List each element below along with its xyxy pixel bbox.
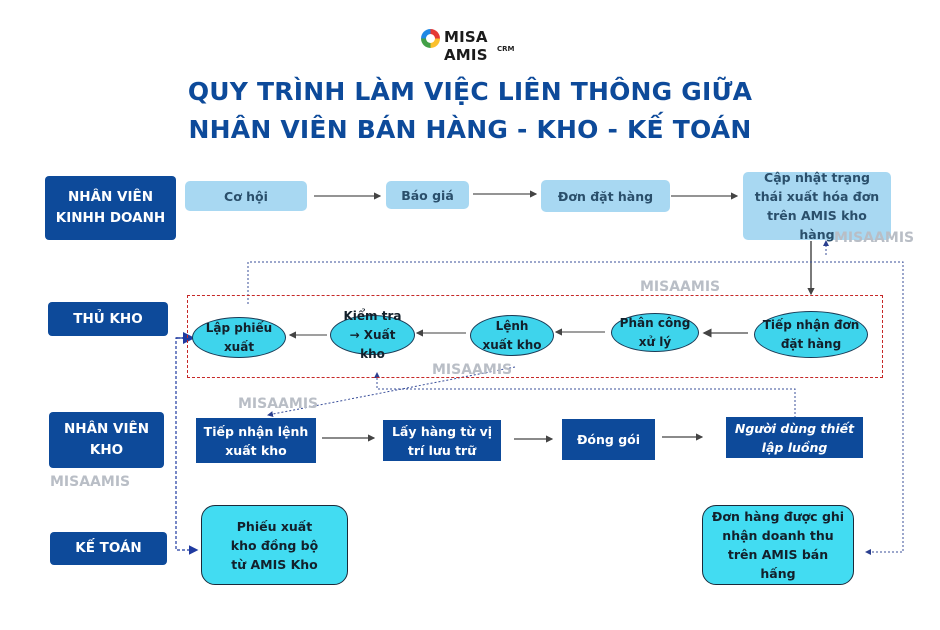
lane-warehouse-keeper: THỦ KHO <box>48 302 168 336</box>
step-phan-cong-xu-ly: Phân công xử lý <box>611 313 699 352</box>
watermark: MISAAMIS <box>432 362 513 378</box>
step-cap-nhat-trang-thai: Cập nhật trạng thái xuất hóa đơn trên AM… <box>743 170 891 242</box>
lane-accounting: KẾ TOÁN <box>50 532 167 565</box>
step-kiem-tra-xuat-kho: Kiểm tra → Xuất kho <box>330 309 415 361</box>
step-tiep-nhan-lenh-xuat-kho: Tiếp nhận lệnh xuất kho <box>196 418 316 463</box>
step-lenh-xuat-kho: Lệnh xuất kho <box>470 315 554 356</box>
watermark: MISAAMIS <box>640 279 721 295</box>
step-lap-phieu-xuat: Lập phiếu xuất <box>192 317 286 358</box>
step-dong-goi: Đóng gói <box>562 419 655 460</box>
step-thiet-lap-luong: Người dùng thiết lập luồng <box>726 417 863 458</box>
step-lay-hang: Lấy hàng từ vị trí lưu trữ <box>383 420 501 461</box>
step-co-hoi: Cơ hội <box>185 181 307 211</box>
watermark: MISAAMIS <box>238 396 319 412</box>
step-don-hang-ghi-nhan-doanh-thu: Đơn hàng được ghi nhận doanh thu trên AM… <box>702 505 854 585</box>
warehouse-keeper-group <box>187 295 883 378</box>
page-title-line1: QUY TRÌNH LÀM VIỆC LIÊN THÔNG GIỮA <box>187 77 753 106</box>
logo-brand: MISA AMIS <box>444 28 488 64</box>
step-phieu-xuat-kho-dong-bo: Phiếu xuất kho đồng bộ từ AMIS Kho <box>201 505 348 585</box>
misa-amis-logo: MISA AMIS CRM <box>421 27 521 64</box>
dotted-lenhxuat-tiepnhanlenh <box>267 366 516 417</box>
dotted-connector-loop <box>247 261 904 555</box>
step-don-dat-hang: Đơn đặt hàng <box>541 180 670 212</box>
watermark: MISAAMIS <box>834 230 915 246</box>
step-bao-gia: Báo giá <box>386 181 469 209</box>
logo-ring-icon <box>421 29 440 48</box>
logo-sub: CRM <box>497 45 515 53</box>
page-title-line2: NHÂN VIÊN BÁN HÀNG - KHO - KẾ TOÁN <box>188 115 752 144</box>
watermark: MISAAMIS <box>50 474 131 490</box>
lane-sales: NHÂN VIÊN KINHH DOANH <box>45 176 176 240</box>
dotted-luong-kiemtra <box>374 372 796 418</box>
lane-warehouse-staff: NHÂN VIÊN KHO <box>49 412 164 468</box>
step-tiep-nhan-don-dat-hang: Tiếp nhận đơn đặt hàng <box>754 311 868 358</box>
